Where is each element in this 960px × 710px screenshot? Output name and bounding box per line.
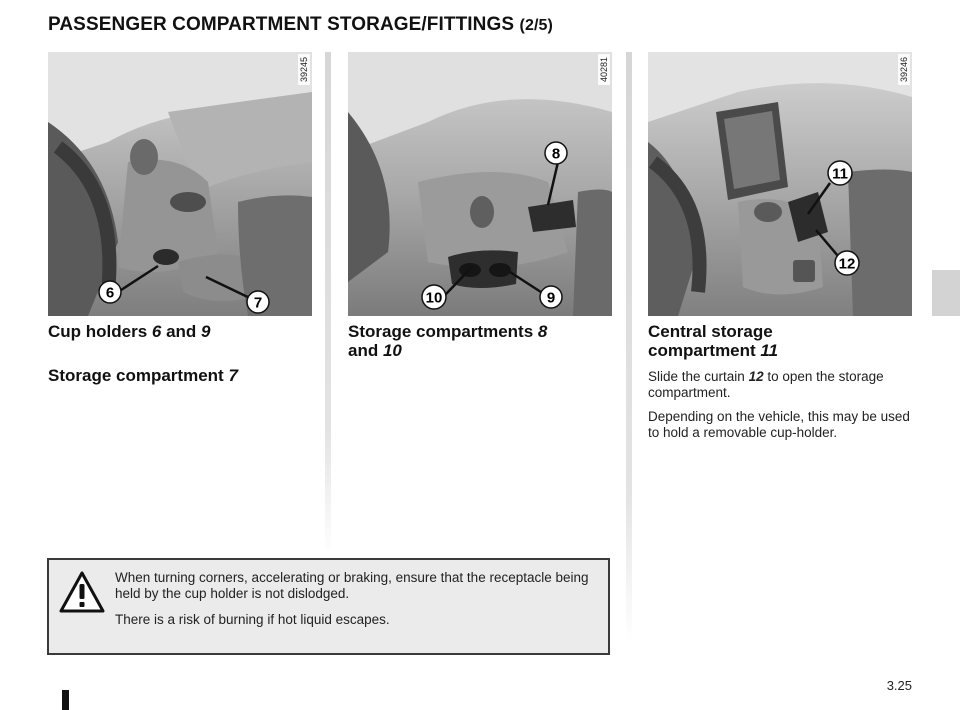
figure-ref-number: 39245 — [298, 54, 310, 86]
heading-line-1: Central storage — [648, 322, 773, 341]
heading-ref-11: 11 — [760, 341, 779, 360]
heading-and: and — [161, 322, 202, 341]
heading-ref-9: 9 — [201, 322, 211, 341]
figure-ref-number: 40281 — [598, 54, 610, 86]
heading-ref-10: 10 — [382, 341, 402, 360]
heading-text: Storage compartment — [48, 366, 229, 385]
callout-12: 12 — [839, 256, 856, 273]
heading-ref-8: 8 — [537, 322, 548, 341]
column-divider-1 — [325, 52, 331, 557]
callout-6: 6 — [106, 285, 114, 302]
callout-10: 10 — [426, 290, 443, 307]
page-title-main: PASSENGER COMPARTMENT STORAGE/FITTINGS — [48, 14, 515, 35]
callout-11: 11 — [832, 166, 848, 183]
warning-text-1: When turning corners, accelerating or br… — [115, 570, 589, 601]
warning-text-2: There is a risk of burning if hot liquid… — [115, 612, 390, 627]
heading-text: Cup holders — [48, 322, 152, 341]
heading-line-2: compartment — [648, 341, 761, 360]
warning-box: When turning corners, accelerating or br… — [47, 558, 610, 655]
paragraph-text: Slide the curtain — [648, 369, 749, 384]
paragraph-slide-curtain: Slide the curtain 12 to open the storage… — [648, 369, 914, 401]
chapter-tab — [932, 270, 960, 316]
warning-triangle-icon — [59, 571, 105, 613]
paragraph-cup-holder-option: Depending on the vehicle, this may be us… — [648, 409, 910, 440]
heading-cup-holders: Cup holders 6 and 9 — [48, 322, 314, 341]
callout-9: 9 — [547, 290, 555, 307]
page-number: 3.25 — [886, 678, 912, 693]
heading-and: and — [348, 341, 383, 360]
column-divider-2 — [626, 52, 632, 642]
figure-central-storage: 11 12 39246 — [648, 52, 912, 316]
callout-8: 8 — [552, 146, 560, 163]
paragraph-ref-12: 12 — [748, 369, 764, 384]
figure-ref-number: 39246 — [898, 54, 910, 86]
page-title-suffix: (2/5) — [519, 17, 553, 34]
figure-storage-compartments-image: 8 10 9 — [348, 52, 612, 316]
figure-cup-holders: 6 7 39245 — [48, 52, 312, 316]
paragraph-text: to open the storage compartment. — [648, 369, 884, 400]
figure-central-storage-image: 11 12 — [648, 52, 912, 316]
heading-ref-7: 7 — [228, 366, 238, 385]
corner-mark — [62, 690, 69, 710]
heading-ref-6: 6 — [151, 322, 162, 341]
callout-7: 7 — [254, 295, 262, 312]
figure-cup-holders-image: 6 7 — [48, 52, 312, 316]
heading-storage-compartments: Storage compartments 8 and 10 — [348, 322, 588, 360]
page-title: PASSENGER COMPARTMENT STORAGE/FITTINGS (… — [48, 14, 553, 36]
heading-storage-compartment: Storage compartment 7 — [48, 366, 314, 385]
heading-text: Storage compartments — [348, 322, 538, 341]
figure-storage-compartments: 8 10 9 40281 — [348, 52, 612, 316]
